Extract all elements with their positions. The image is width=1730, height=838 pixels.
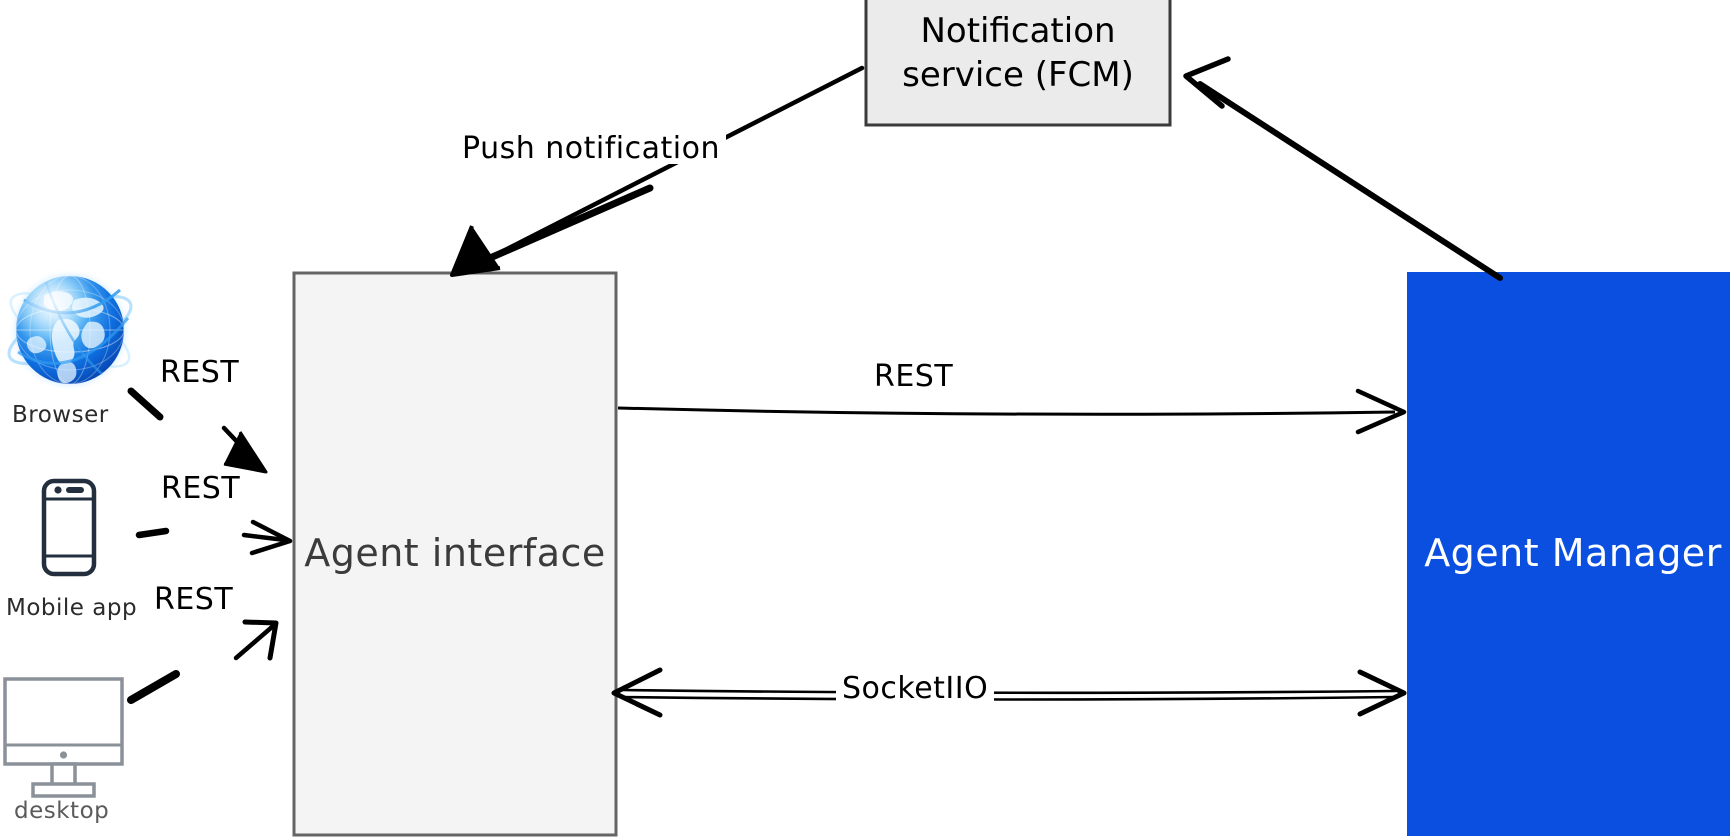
agent-interface-box [292, 271, 618, 837]
notification-service-label-line1: Notification [920, 11, 1116, 51]
node-agent-manager[interactable] [1407, 272, 1730, 836]
edge-manager-to-fcm [1183, 56, 1503, 281]
agent-manager-label: Agent Manager [1424, 531, 1722, 575]
edge-desktop-to-interface [127, 619, 279, 704]
node-agent-interface[interactable] [292, 271, 618, 837]
browser-label: Browser [12, 402, 109, 428]
edge-label-desktop-rest: REST [148, 585, 240, 615]
edge-label-interface-manager-rest: REST [868, 362, 960, 392]
edge-label-mobile-rest: REST [155, 474, 247, 504]
node-notification-service[interactable] [864, 0, 1172, 127]
notification-service-label-line2: service (FCM) [902, 55, 1134, 95]
globe-icon [7, 268, 133, 392]
edge-label-push-notification: Push notification [456, 134, 726, 164]
agent-manager-box [1407, 272, 1730, 836]
edge-interface-to-manager-rest [617, 388, 1407, 435]
desktop-monitor-icon [3, 677, 124, 798]
agent-interface-label: Agent interface [304, 531, 606, 575]
edge-fcm-to-interface [450, 65, 865, 277]
mobile-app-label: Mobile app [6, 595, 138, 621]
smartphone-icon [41, 478, 97, 577]
edge-browser-to-interface [127, 387, 268, 474]
edge-interface-manager-socket [611, 667, 1407, 718]
edge-mobile-to-interface [135, 519, 293, 556]
desktop-label: desktop [14, 798, 110, 824]
notification-service-box [864, 0, 1172, 127]
edge-label-socketio: SocketIIO [836, 674, 995, 704]
edge-label-browser-rest: REST [154, 358, 246, 388]
